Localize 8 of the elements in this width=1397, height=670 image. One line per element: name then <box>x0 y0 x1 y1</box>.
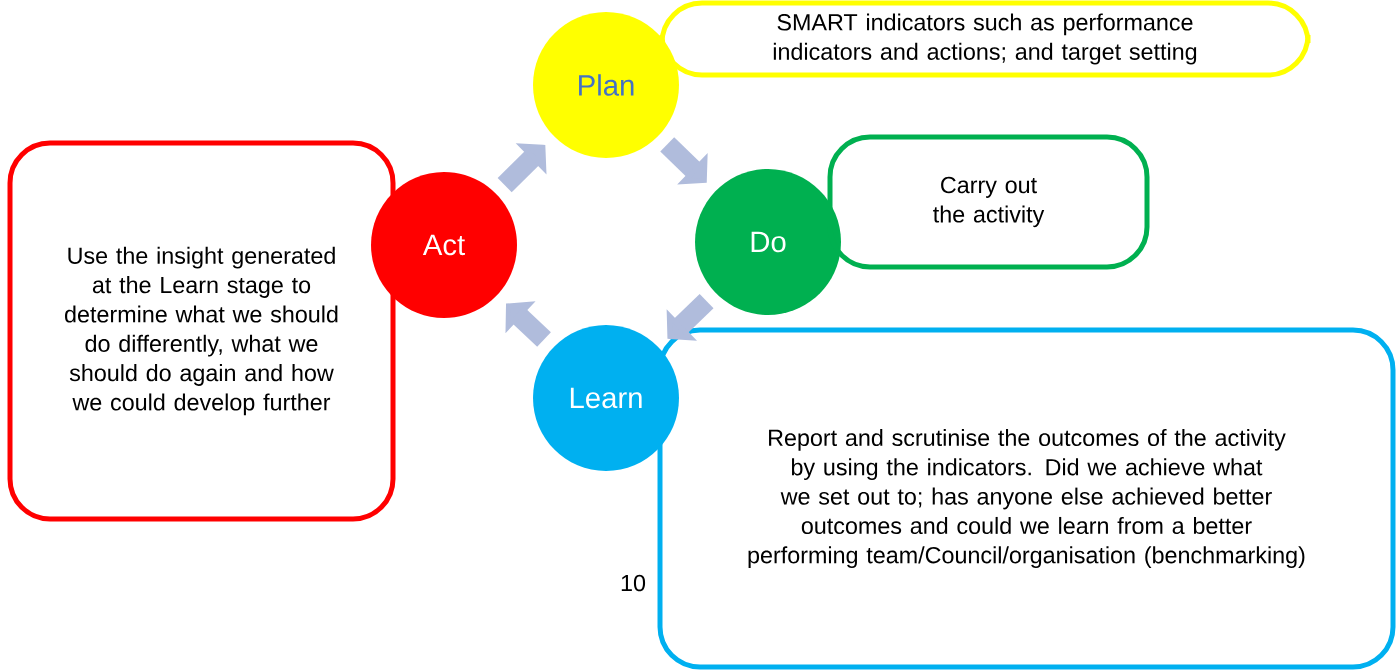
description-box: Carry out the activity <box>827 134 1150 270</box>
description-box: SMART indicators such as performance indicators and actions; and target setting <box>659 0 1311 78</box>
block-arrow <box>505 301 551 347</box>
description-box: Use the insight generated at the Learn stage to determine what we should do differently, what we should do again and how we could develop further <box>7 140 396 522</box>
description-box: Report and scrutinise the outcomes of the activity by using the indicators. Did we achieve what we set out to; has anyone else achieved better outcomes and could we learn from a better performing team/Council/organisation (benchmarking) <box>657 327 1396 670</box>
block-arrow <box>666 293 714 341</box>
block-arrow <box>660 137 708 185</box>
block-arrow <box>497 143 547 193</box>
